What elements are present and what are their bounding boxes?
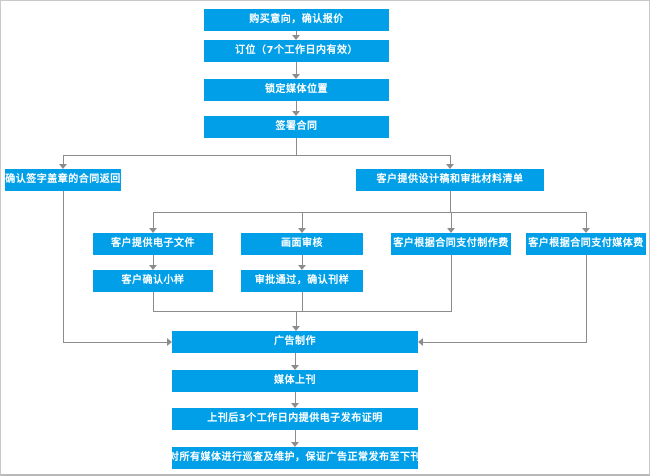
connector-segment [450, 155, 451, 164]
arrowhead-icon [149, 228, 157, 233]
connector-segment [296, 62, 297, 74]
arrowhead-icon [292, 326, 300, 331]
flow-node-purchase-intent-confirm-quote: 购买意向，确认报价 [204, 9, 389, 31]
arrowhead-icon [292, 35, 300, 40]
connector-segment [153, 212, 154, 228]
connector-segment [302, 212, 303, 228]
flow-node-booking-valid-7-workdays: 订位（7个工作日内有效） [204, 40, 389, 62]
flow-node-client-pays-media-fee-per-contract: 客户根据合同支付媒体费 [526, 233, 646, 255]
flow-node-ad-production: 广告制作 [172, 331, 418, 353]
arrowhead-icon [446, 164, 454, 169]
connector-segment [451, 212, 452, 228]
flow-node-client-pays-production-fee-per-contract: 客户根据合同支付制作费 [391, 233, 511, 255]
flow-node-client-provides-design-draft-and-approval-list: 客户提供设计稿和审批材料清单 [356, 169, 544, 191]
arrowhead-icon [291, 442, 299, 447]
flow-node-artwork-review: 画面审核 [241, 233, 363, 255]
flow-node-media-publishing: 媒体上刊 [172, 370, 418, 392]
connector-segment [296, 138, 297, 156]
connector-segment [153, 311, 452, 312]
arrowhead-icon [418, 338, 423, 346]
flow-node-e-publish-certificate-within-3-workdays: 上刊后3个工作日内提供电子发布证明 [172, 408, 418, 430]
connector-segment [63, 155, 451, 156]
connector-segment [295, 392, 296, 403]
connector-segment [153, 255, 154, 265]
arrowhead-icon [298, 265, 306, 270]
connector-segment [153, 212, 587, 213]
arrowhead-icon [291, 403, 299, 408]
flow-node-approval-passed-confirm-publish-sample: 审批通过，确认刊样 [241, 270, 363, 292]
connector-segment [295, 353, 296, 365]
connector-segment [295, 430, 296, 442]
connector-segment [63, 342, 167, 343]
arrowhead-icon [447, 228, 455, 233]
arrowhead-icon [298, 228, 306, 233]
connector-segment [451, 255, 452, 312]
flow-node-sign-contract: 签署合同 [204, 116, 389, 138]
flow-node-client-provides-electronic-files: 客户提供电子文件 [93, 233, 213, 255]
arrowhead-icon [582, 228, 590, 233]
connector-segment [296, 311, 297, 326]
arrowhead-icon [59, 164, 67, 169]
flow-node-lock-media-position: 锁定媒体位置 [204, 79, 389, 101]
connector-segment [296, 101, 297, 111]
flow-node-inspect-maintain-all-media-until-removal: 对所有媒体进行巡查及维护，保证广告正常发布至下刊 [169, 447, 421, 469]
connector-segment [63, 191, 64, 343]
arrowhead-icon [291, 365, 299, 370]
connector-segment [586, 212, 587, 228]
connector-segment [296, 31, 297, 35]
flow-node-confirm-signed-sealed-contract-return: 确认签字盖章的合同返回 [5, 169, 121, 191]
flow-node-client-confirms-proof: 客户确认小样 [93, 270, 213, 292]
connector-segment [423, 342, 587, 343]
arrowhead-icon [292, 111, 300, 116]
arrowhead-icon [149, 265, 157, 270]
arrowhead-icon [167, 338, 172, 346]
connector-segment [450, 191, 451, 212]
connector-segment [586, 255, 587, 343]
connector-segment [302, 255, 303, 265]
connector-segment [63, 155, 64, 164]
connector-segment [302, 292, 303, 312]
connector-segment [153, 292, 154, 312]
arrowhead-icon [292, 74, 300, 79]
